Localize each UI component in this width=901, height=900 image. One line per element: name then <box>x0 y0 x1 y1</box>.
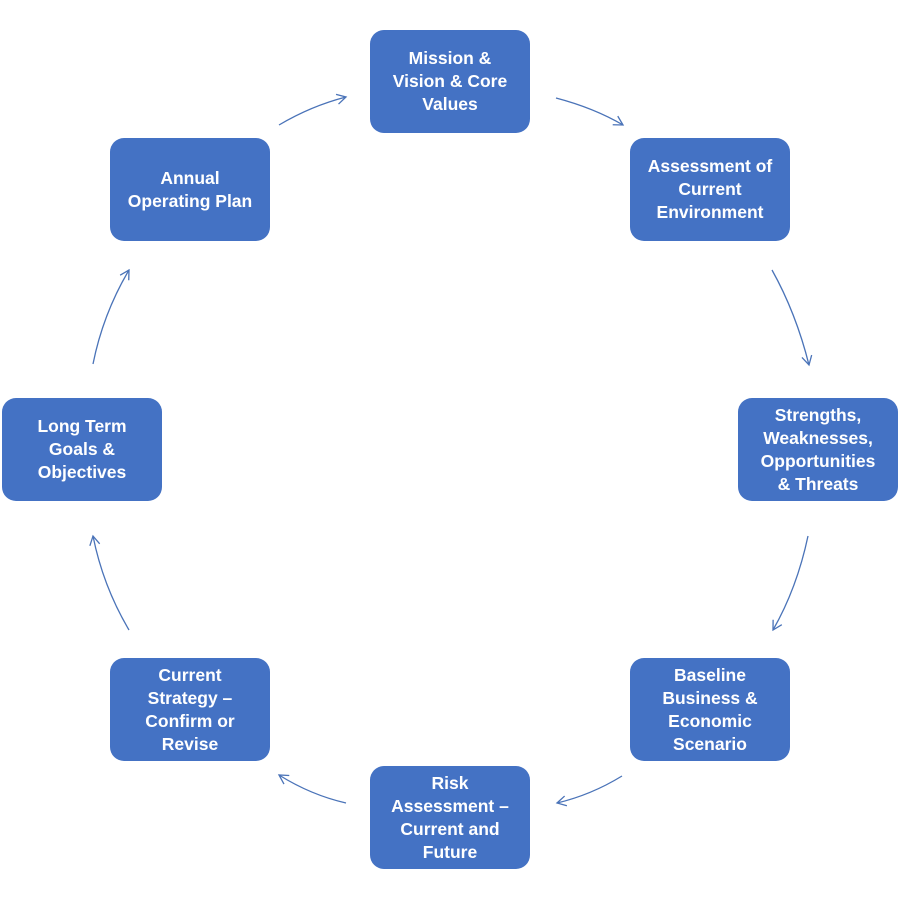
arrow-strategy-to-goals <box>89 534 130 631</box>
arrow-goals-to-annual <box>92 268 130 365</box>
node-label: Current Strategy – Confirm or Revise <box>145 664 235 754</box>
node-current-strategy: Current Strategy – Confirm or Revise <box>110 658 270 761</box>
node-label: Assessment of Current Environment <box>647 156 773 222</box>
node-long-term-goals: Long Term Goals & Objectives <box>2 398 162 501</box>
node-baseline-scenario: Baseline Business & Economic Scenario <box>630 658 790 761</box>
node-label: Mission & Vision & Core Values <box>392 48 508 114</box>
node-annual-operating-plan: Annual Operating Plan <box>110 138 270 241</box>
arrow-assessment-to-swot <box>771 269 813 367</box>
node-label: Annual Operating Plan <box>127 167 253 211</box>
node-risk-assessment: Risk Assessment – Current and Future <box>370 766 530 869</box>
node-assessment-current-environment: Assessment of Current Environment <box>630 138 790 241</box>
node-label: Long Term Goals & Objectives <box>37 416 127 482</box>
arrow-baseline-to-risk <box>555 775 623 807</box>
arrow-risk-to-strategy <box>277 774 347 804</box>
node-mission-vision-values: Mission & Vision & Core Values <box>370 30 530 133</box>
node-label: Risk Assessment – Current and Future <box>391 772 509 862</box>
arrow-annual-to-mission <box>278 93 348 126</box>
arrow-mission-to-assessment <box>555 97 625 126</box>
arrow-swot-to-baseline <box>772 535 809 632</box>
node-label: Baseline Business & Economic Scenario <box>662 664 758 754</box>
node-swot: Strengths, Weaknesses, Opportunities & T… <box>738 398 898 501</box>
node-label: Strengths, Weaknesses, Opportunities & T… <box>760 404 876 494</box>
